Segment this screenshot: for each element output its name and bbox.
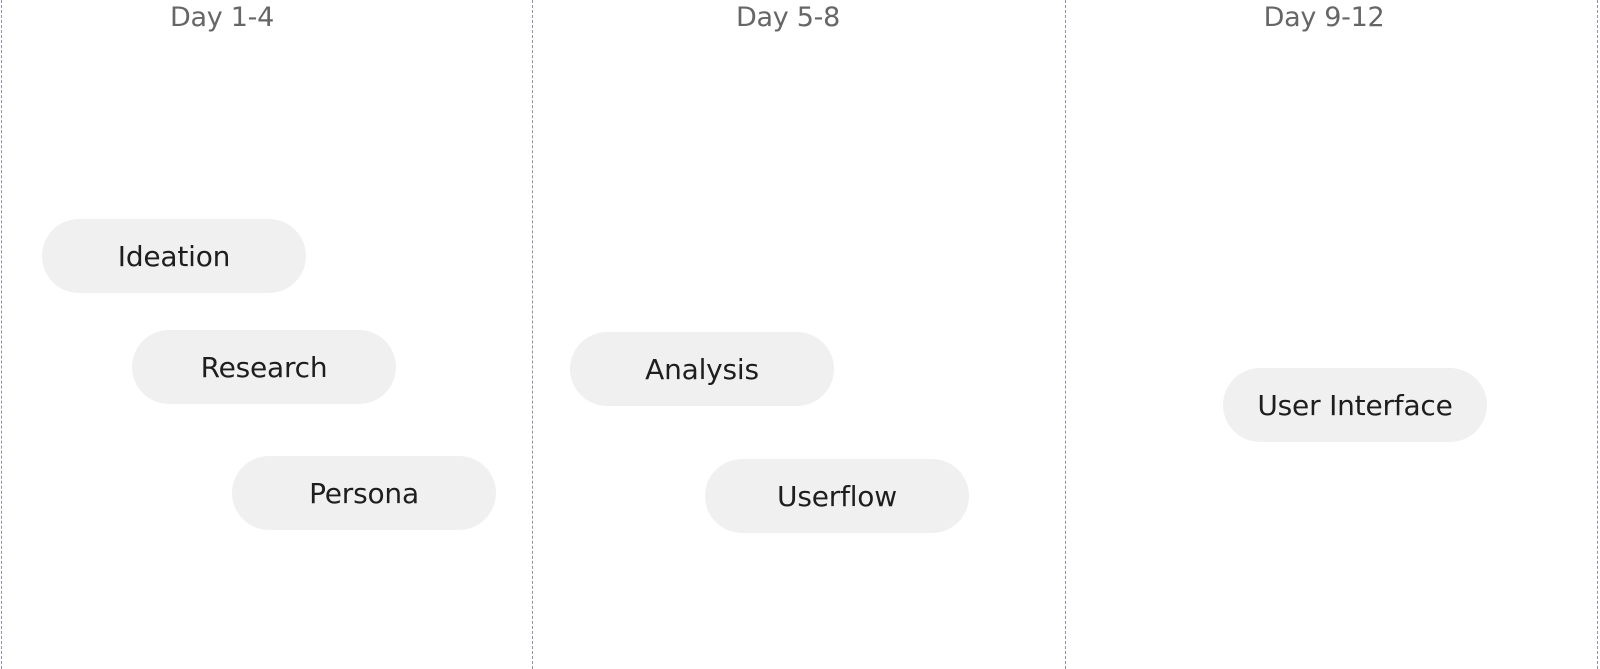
column-divider-1 bbox=[532, 0, 533, 669]
task-label: Research bbox=[200, 350, 328, 384]
task-label: Persona bbox=[309, 476, 419, 510]
task-pill-analysis[interactable]: Analysis bbox=[570, 332, 834, 406]
column-header-day-1-4: Day 1-4 bbox=[170, 2, 274, 33]
column-header-day-9-12: Day 9-12 bbox=[1263, 2, 1385, 33]
task-label: Analysis bbox=[645, 352, 759, 386]
column-divider-2 bbox=[1065, 0, 1066, 669]
task-pill-userflow[interactable]: Userflow bbox=[705, 459, 969, 533]
column-divider-left bbox=[1, 0, 2, 669]
task-pill-user-interface[interactable]: User Interface bbox=[1223, 368, 1487, 442]
task-pill-ideation[interactable]: Ideation bbox=[42, 219, 306, 293]
task-label: User Interface bbox=[1257, 388, 1453, 422]
task-pill-research[interactable]: Research bbox=[132, 330, 396, 404]
column-divider-right bbox=[1597, 0, 1598, 669]
column-header-day-5-8: Day 5-8 bbox=[736, 2, 840, 33]
task-pill-persona[interactable]: Persona bbox=[232, 456, 496, 530]
task-label: Userflow bbox=[777, 479, 897, 513]
task-label: Ideation bbox=[117, 239, 231, 273]
